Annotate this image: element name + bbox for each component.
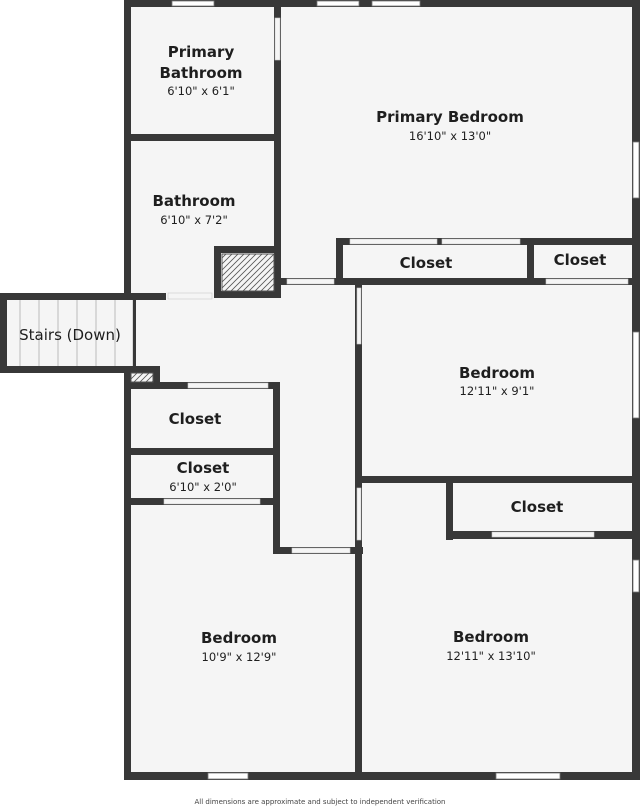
room-name: Primary (168, 43, 235, 61)
room-bathroom: Bathroom 6'10" x 7'2" (152, 192, 235, 227)
room-name: Bathroom (152, 192, 235, 210)
room-dimensions: 10'9" x 12'9" (202, 650, 277, 664)
room-bedroom-right-upper: Bedroom 12'11" x 9'1" (459, 364, 535, 398)
windows (171, 0, 640, 780)
disclaimer-note: All dimensions are approximate and subje… (195, 798, 446, 806)
room-primary-bedroom: Primary Bedroom 16'10" x 13'0" (376, 108, 524, 143)
room-dimensions: 16'10" x 13'0" (409, 129, 491, 143)
room-dimensions: 6'10" x 2'0" (169, 480, 237, 494)
room-name: Bedroom (201, 629, 277, 647)
room-name: Closet (177, 459, 230, 477)
room-dimensions: 6'10" x 7'2" (160, 213, 228, 227)
room-closet-primary-a: Closet (400, 254, 453, 272)
room-name: Primary Bedroom (376, 108, 524, 126)
room-name: Closet (554, 251, 607, 269)
utility-shafts (130, 253, 275, 383)
room-name: Stairs (Down) (19, 326, 121, 344)
room-dimensions: 12'11" x 9'1" (460, 384, 535, 398)
room-stairs: Stairs (Down) (19, 326, 121, 344)
door-openings (163, 17, 629, 554)
room-closet-primary-b: Closet (554, 251, 607, 269)
room-name: Closet (511, 498, 564, 516)
stairs-treads (19, 300, 134, 366)
room-name: Bedroom (459, 364, 535, 382)
room-closet-hall-1: Closet (169, 410, 222, 428)
room-bedroom-left-lower: Bedroom 10'9" x 12'9" (201, 629, 277, 664)
room-name: Closet (169, 410, 222, 428)
room-closet-right-lower: Closet (511, 498, 564, 516)
room-primary-bathroom: Primary Bathroom 6'10" x 6'1" (159, 43, 242, 98)
room-name: Bathroom (159, 64, 242, 82)
room-bedroom-right-lower: Bedroom 12'11" x 13'10" (446, 628, 536, 663)
room-dimensions: 12'11" x 13'10" (446, 649, 536, 663)
floor-area (3, 3, 637, 778)
room-name: Closet (400, 254, 453, 272)
room-name: Bedroom (453, 628, 529, 646)
room-closet-hall-2: Closet 6'10" x 2'0" (169, 459, 237, 494)
room-dimensions: 6'10" x 6'1" (167, 84, 235, 98)
